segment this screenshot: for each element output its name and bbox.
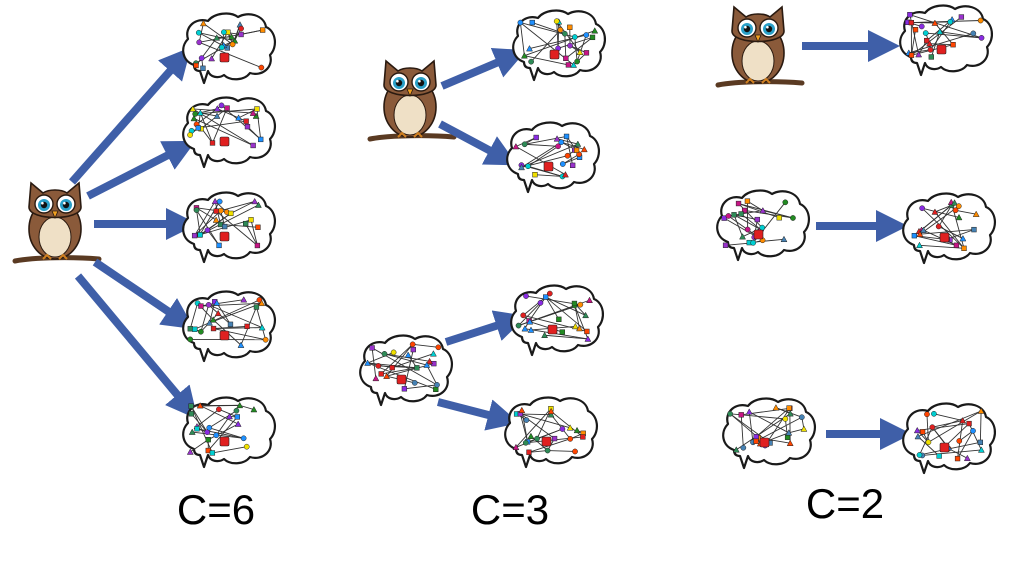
arrow bbox=[92, 258, 195, 330]
group-c2: C=2 bbox=[715, 4, 996, 527]
arrow bbox=[86, 140, 196, 200]
owl-icon bbox=[367, 59, 457, 142]
arrow bbox=[69, 47, 192, 185]
group-c3: C=3 bbox=[359, 9, 606, 533]
brain-network-icon bbox=[182, 396, 276, 469]
brain-network-icon bbox=[182, 290, 276, 363]
arrow bbox=[440, 47, 527, 90]
brain-network-icon bbox=[359, 334, 453, 407]
owl-icon bbox=[12, 181, 102, 264]
arrow bbox=[438, 120, 518, 166]
brain-network-icon bbox=[182, 96, 276, 169]
brain-network-icon bbox=[716, 189, 810, 262]
brain-network-icon bbox=[182, 191, 276, 264]
arrow bbox=[74, 273, 198, 420]
brain-network-icon bbox=[512, 9, 606, 82]
brain-network-icon bbox=[182, 12, 276, 85]
brain-network-icon bbox=[902, 402, 996, 475]
group-label: C=2 bbox=[806, 480, 884, 527]
brain-network-icon bbox=[504, 396, 598, 469]
group-c6: C=6 bbox=[12, 12, 276, 533]
brain-network-icon bbox=[902, 192, 996, 265]
owl-icon bbox=[715, 5, 805, 88]
arrow bbox=[444, 310, 528, 346]
brain-network-icon bbox=[722, 397, 816, 470]
brain-network-icon bbox=[510, 284, 604, 357]
arrow bbox=[437, 398, 520, 431]
group-label: C=3 bbox=[471, 486, 549, 533]
brain-network-icon bbox=[899, 4, 993, 77]
brain-network-icon bbox=[506, 121, 600, 194]
group-label: C=6 bbox=[177, 486, 255, 533]
